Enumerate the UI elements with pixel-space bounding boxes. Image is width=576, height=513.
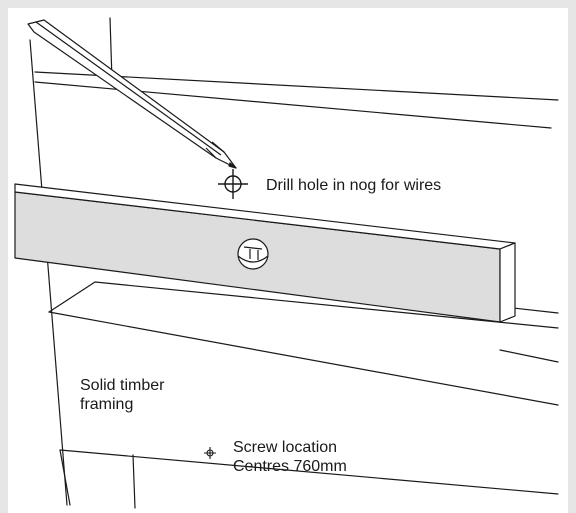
pencil-tip [228,162,237,169]
screw-location-label: Screw location Centres 760mm [233,438,347,476]
lower-nog-front-edge [48,311,559,406]
diagram-canvas: Drill hole in nog for wires Solid timber… [8,8,568,513]
pencil [27,19,237,169]
drill-hole-label: Drill hole in nog for wires [266,176,441,195]
screw-location-icon [204,447,216,459]
level-bubble-vial [237,238,269,270]
solid-timber-label: Solid timber framing [80,376,164,414]
drill-target-icon [218,169,248,199]
bottom-stud-edge [132,454,136,509]
bottom-stud-edge-2 [59,449,71,506]
stud-left-edge [29,39,68,506]
screw-location-text: Screw location [233,439,338,456]
lower-nog-left-edge [48,281,96,313]
bottom-nog-line [59,449,559,495]
screw-centres-text: Centres 760mm [233,458,347,475]
solid-timber-text: Solid timber [80,377,165,394]
drill-hole-text: Drill hole in nog for wires [266,177,442,194]
spirit-level [14,183,516,323]
level-end-face [499,242,516,323]
diagram-drawing [14,17,559,509]
lower-nog-right-short [499,349,559,363]
lower-nog-top-edge [94,281,559,329]
framing-text: framing [80,396,134,413]
top-nog-lower-edge [34,81,552,129]
